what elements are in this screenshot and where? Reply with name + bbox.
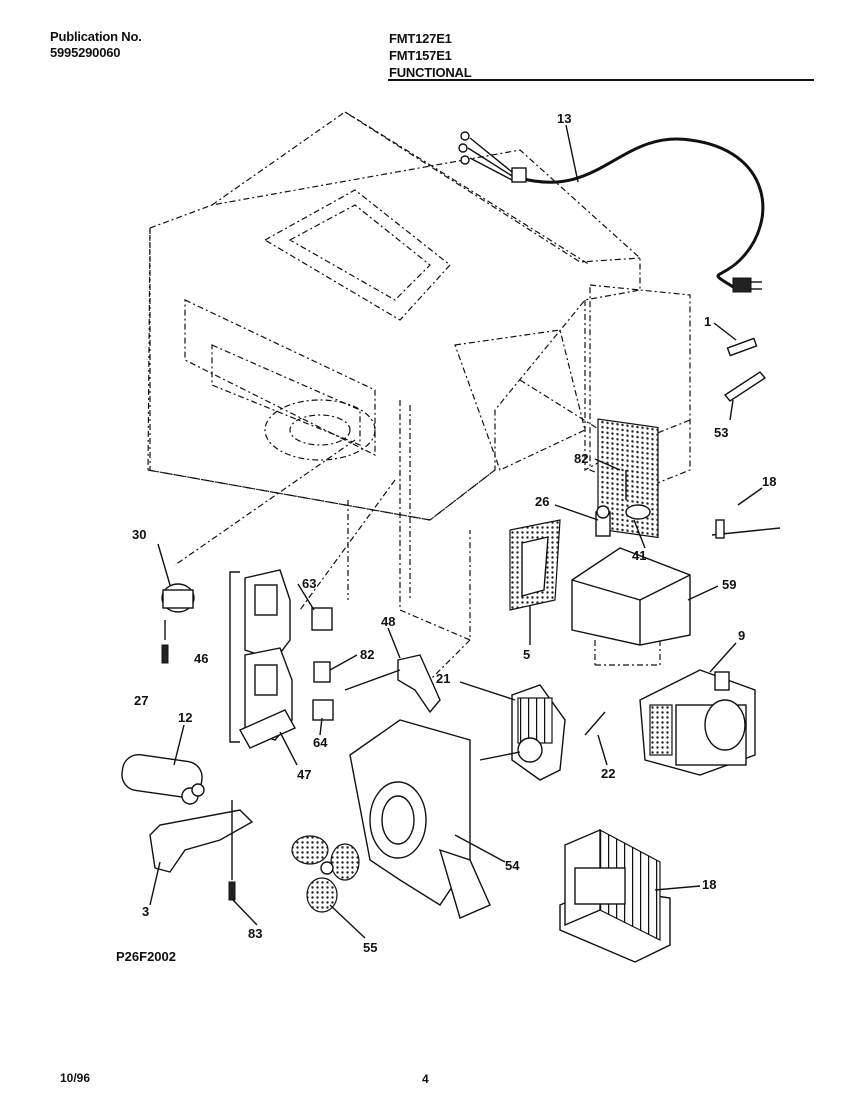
waveguide-cover xyxy=(509,519,561,611)
model-number-1: FMT127E1 xyxy=(389,31,452,46)
diagram-code: P26F2002 xyxy=(116,949,176,964)
callout-9: 9 xyxy=(738,628,746,643)
callout-12: 12 xyxy=(178,710,193,725)
callout-5: 5 xyxy=(523,647,531,662)
air-duct xyxy=(349,719,491,919)
publication-label: Publication No. xyxy=(50,29,142,44)
fan-motor xyxy=(479,684,606,781)
callout-26: 26 xyxy=(535,494,550,509)
magnetron xyxy=(639,669,756,776)
capacitor-assembly xyxy=(121,753,254,901)
callout-3: 3 xyxy=(142,904,150,919)
callout-21: 21 xyxy=(436,671,451,686)
callout-82-lower: 82 xyxy=(360,647,375,662)
callout-1: 1 xyxy=(704,314,712,329)
wire-harness xyxy=(344,654,441,714)
callout-59: 59 xyxy=(722,577,737,592)
fuse-and-holder xyxy=(723,337,767,402)
callout-83: 83 xyxy=(248,926,263,941)
callout-30: 30 xyxy=(132,527,147,542)
callout-22: 22 xyxy=(601,766,616,781)
callout-13: 13 xyxy=(557,111,572,126)
callout-18-upper: 18 xyxy=(762,474,777,489)
section-title: FUNCTIONAL xyxy=(389,65,472,80)
publication-number: 5995290060 xyxy=(50,45,121,60)
callout-18-lower: 18 xyxy=(702,877,717,892)
interlock-assembly xyxy=(229,569,334,749)
high-voltage-transformer xyxy=(559,828,671,963)
power-cord xyxy=(458,131,765,293)
callout-82-upper: 82 xyxy=(574,451,589,466)
header-rule xyxy=(388,79,814,81)
footer-page-number: 4 xyxy=(422,1072,429,1086)
footer-date: 10/96 xyxy=(60,1071,91,1085)
callout-53: 53 xyxy=(714,425,729,440)
callout-27: 27 xyxy=(134,693,149,708)
noise-filter xyxy=(711,519,781,539)
callout-55: 55 xyxy=(363,940,378,955)
callout-63: 63 xyxy=(302,576,317,591)
callout-46: 46 xyxy=(194,651,209,666)
magnetron-bracket xyxy=(571,547,691,646)
fan-blade xyxy=(291,835,360,913)
callout-54: 54 xyxy=(505,858,520,873)
leader-lines xyxy=(149,124,763,939)
thermal-cutout xyxy=(595,470,651,537)
model-number-2: FMT157E1 xyxy=(389,48,452,63)
turntable-motor-coupling xyxy=(264,399,376,461)
callout-48: 48 xyxy=(381,614,396,629)
callout-64: 64 xyxy=(313,735,328,750)
turntable-motor xyxy=(161,583,195,664)
callout-41: 41 xyxy=(632,548,647,563)
callout-47: 47 xyxy=(297,767,312,782)
